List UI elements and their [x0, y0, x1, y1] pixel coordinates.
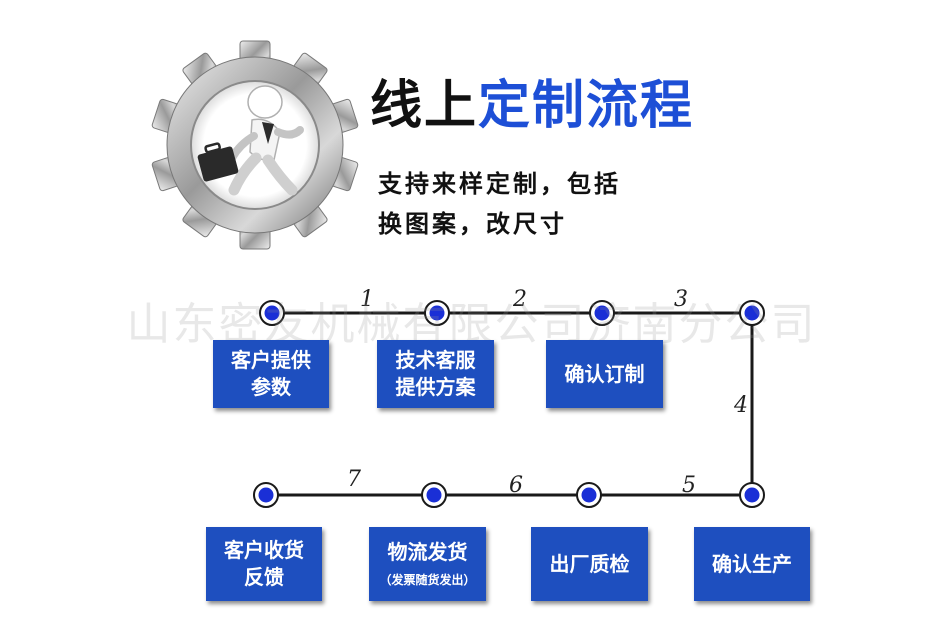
box-tech-service: 技术客服 提供方案 — [377, 340, 494, 408]
box-confirm-production: 确认生产 — [694, 527, 810, 601]
flow-node-dot-2 — [429, 305, 445, 321]
box-factory-qc-line1: 出厂质检 — [549, 551, 630, 576]
flow-path — [266, 311, 754, 497]
box-confirm-order: 确认订制 — [546, 340, 663, 408]
box-logistics-note: （发票随货发出） — [379, 573, 476, 588]
flow-node-dot-3 — [594, 305, 610, 321]
flow-node-dot-4 — [744, 305, 760, 321]
box-customer-receive-line1: 客户收货 — [224, 538, 304, 562]
step-label-6: 6 — [509, 473, 523, 498]
box-customer-receive: 客户收货 反馈 — [206, 527, 322, 601]
box-logistics-line1: 物流发货 — [387, 540, 468, 565]
flow-node-dot-5 — [744, 487, 760, 503]
businessman-figure-icon — [228, 85, 304, 196]
box-confirm-production-line1: 确认生产 — [712, 551, 792, 576]
flow-connectors — [266, 311, 754, 497]
step-label-4: 4 — [733, 393, 748, 418]
flow-node-dot-7 — [426, 487, 442, 503]
box-logistics: 物流发货 （发票随货发出） — [369, 527, 486, 601]
flow-node-dot-6 — [581, 487, 597, 503]
step-label-5: 5 — [682, 473, 696, 498]
briefcase-icon — [197, 142, 239, 182]
flow-node-dot-8 — [258, 487, 274, 503]
subtitle-line-1: 支持来样定制，包括 — [378, 170, 621, 198]
box-factory-qc: 出厂质检 — [531, 527, 648, 601]
title-blue-part: 定制流程 — [478, 76, 695, 136]
gear-illustration — [150, 40, 360, 250]
subtitle-line-2: 换图案，改尺寸 — [378, 210, 567, 238]
box-customer-params-line2: 参数 — [251, 375, 291, 399]
step-label-1: 1 — [360, 287, 374, 312]
box-tech-service-line2: 提供方案 — [395, 375, 476, 399]
box-confirm-order-line1: 确认订制 — [564, 361, 645, 386]
step-label-7: 7 — [347, 467, 361, 492]
title-black-part: 线上 — [370, 76, 479, 136]
step-label-3: 3 — [674, 287, 688, 312]
box-customer-params-line1: 客户提供 — [231, 348, 311, 372]
step-label-2: 2 — [512, 287, 527, 312]
gear-icon — [151, 40, 359, 250]
page-title: 线上定制流程 — [370, 80, 694, 132]
flow-nodes — [253, 300, 765, 508]
box-customer-receive-line2: 反馈 — [244, 565, 284, 589]
box-customer-params: 客户提供 参数 — [213, 340, 329, 408]
flow-node-dot-1 — [264, 305, 280, 321]
box-tech-service-line1: 技术客服 — [395, 348, 476, 372]
